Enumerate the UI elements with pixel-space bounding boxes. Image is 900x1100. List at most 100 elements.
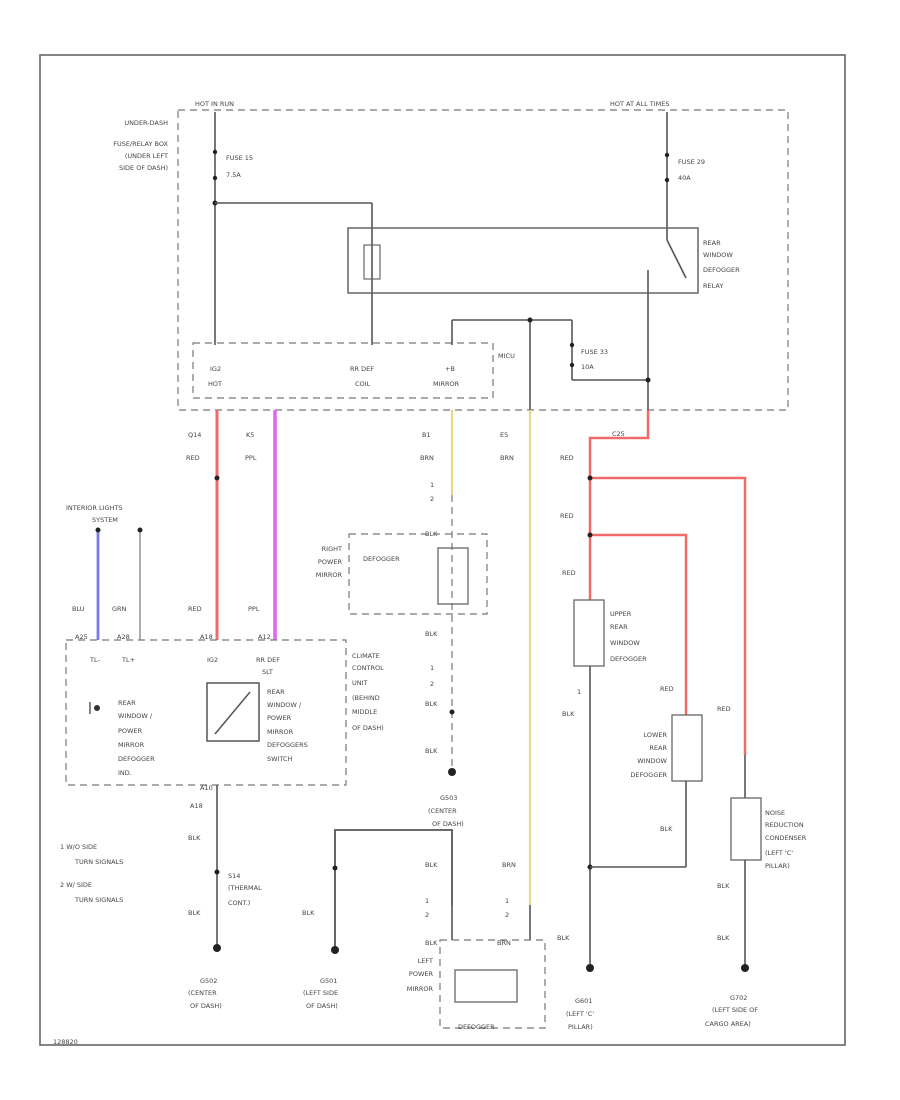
fuse-box-pin-area xyxy=(192,342,494,399)
svg-text:POWER: POWER xyxy=(267,714,292,722)
note-2: 2 xyxy=(430,495,434,503)
left-defogger-element xyxy=(454,969,518,1003)
junction-dot xyxy=(449,709,455,715)
junction-dot xyxy=(587,532,593,538)
pin-num: A18 xyxy=(190,802,203,810)
svg-text:G502: G502 xyxy=(200,977,217,985)
note-2: 2 xyxy=(505,911,509,919)
climate-unit-label: CLIMATE CONTROL UNIT (BEHIND MIDDLE OF D… xyxy=(352,652,384,732)
climate-pin-ig2: IG2 xyxy=(207,656,218,664)
junction-dot xyxy=(214,869,220,875)
indicator-led-icon xyxy=(89,702,100,714)
g702-label: G702 (LEFT SIDE OF CARGO AREA) xyxy=(705,994,758,1028)
note-1: 1 xyxy=(505,897,509,905)
svg-text:(LEFT 'C': (LEFT 'C' xyxy=(765,849,793,857)
g502-label: G502 (CENTER OF DASH) xyxy=(188,977,222,1010)
svg-text:CLIMATE: CLIMATE xyxy=(352,652,380,660)
wire-color-red: RED xyxy=(186,454,200,462)
svg-text:POWER: POWER xyxy=(409,970,434,978)
svg-text:LEFT: LEFT xyxy=(418,957,433,965)
svg-text:LOWER: LOWER xyxy=(643,731,667,739)
svg-text:(LEFT 'C': (LEFT 'C' xyxy=(566,1010,594,1018)
pin-b-mirror-2: MIRROR xyxy=(433,380,460,388)
pin-num: A28 xyxy=(117,633,130,641)
note-1: 1 xyxy=(425,897,429,905)
fuse33-rating: 10A xyxy=(581,363,594,371)
svg-text:2 W/ SIDE: 2 W/ SIDE xyxy=(60,881,92,889)
relay-contact xyxy=(666,239,687,279)
fuse15-terminal-top xyxy=(212,149,218,155)
wire-color-red: RED xyxy=(560,512,574,520)
connector-dot xyxy=(95,527,101,533)
svg-text:CONTROL: CONTROL xyxy=(352,664,384,672)
fuse15-label: FUSE 15 xyxy=(226,154,253,162)
svg-text:PILLAR): PILLAR) xyxy=(568,1023,593,1031)
noise-condenser-element xyxy=(730,797,762,861)
pin-micu: MICU xyxy=(498,352,515,360)
conn-q14: Q14 xyxy=(188,431,201,439)
wire-color-red: RED xyxy=(560,454,574,462)
svg-text:DEFOGGER: DEFOGGER xyxy=(703,266,740,274)
fuse33-label: FUSE 33 xyxy=(581,348,608,356)
svg-text:REAR: REAR xyxy=(267,688,285,696)
ground-g601-icon xyxy=(586,964,594,972)
pin-ig2-hot: IG2 xyxy=(210,365,221,373)
junction-dot xyxy=(587,475,593,481)
svg-text:INTERIOR LIGHTS: INTERIOR LIGHTS xyxy=(66,504,123,512)
ground-g503-icon xyxy=(448,768,456,776)
svg-text:POWER: POWER xyxy=(318,558,343,566)
svg-text:WINDOW: WINDOW xyxy=(703,251,733,259)
wire-color-blk: BLK xyxy=(717,882,730,890)
svg-text:G503: G503 xyxy=(440,794,457,802)
climate-pin-tl-minus: TL- xyxy=(89,656,100,664)
wire-color-blk: BLK xyxy=(188,909,201,917)
junction-dot xyxy=(645,377,651,383)
thermal-label: S14 (THERMAL CONT.) xyxy=(228,872,262,907)
noise-condenser-label: NOISE REDUCTION CONDENSER (LEFT 'C' PILL… xyxy=(765,809,807,870)
svg-text:OF DASH): OF DASH) xyxy=(190,1002,222,1010)
indicator-label: REAR WINDOW / POWER MIRROR DEFOGGER IND. xyxy=(118,699,155,777)
wire-color-blk: BLK xyxy=(425,530,438,538)
svg-text:(CENTER: (CENTER xyxy=(188,989,217,997)
svg-text:(THERMAL: (THERMAL xyxy=(228,884,262,892)
svg-text:SWITCH: SWITCH xyxy=(267,755,293,763)
fuse29-rating: 40A xyxy=(678,174,691,182)
footer-code: 128820 xyxy=(53,1038,78,1046)
wire-color-blk: BLK xyxy=(660,825,673,833)
svg-text:REDUCTION: REDUCTION xyxy=(765,821,804,829)
pin-num: A18 xyxy=(200,633,213,641)
svg-text:REAR: REAR xyxy=(649,744,667,752)
conn-c25: C25 xyxy=(612,430,625,438)
right-mirror-outline xyxy=(348,533,488,615)
fuse29-terminal-bottom xyxy=(664,177,670,183)
pin-num: A12 xyxy=(258,633,271,641)
svg-text:OF DASH): OF DASH) xyxy=(432,820,464,828)
power-left-label: HOT IN RUN xyxy=(195,100,234,108)
svg-text:REAR: REAR xyxy=(118,699,136,707)
pin-ig2-hot-2: HOT xyxy=(208,380,222,388)
svg-text:1 W/O SIDE: 1 W/O SIDE xyxy=(60,843,97,851)
note-2: 2 xyxy=(425,911,429,919)
conn-k5: K5 xyxy=(246,431,254,439)
svg-text:MIRROR: MIRROR xyxy=(407,985,434,993)
wire-color-ppl: PPL xyxy=(245,454,257,462)
svg-text:(LEFT SIDE OF: (LEFT SIDE OF xyxy=(712,1006,758,1014)
lower-defogger-element xyxy=(671,714,703,782)
right-defogger-element xyxy=(437,547,469,605)
left-defogger-label: DEFOGGER xyxy=(458,1023,495,1031)
svg-text:CONT.): CONT.) xyxy=(228,899,250,907)
svg-text:DEFOGGER: DEFOGGER xyxy=(630,771,667,779)
svg-text:UNDER-DASH: UNDER-DASH xyxy=(124,119,168,127)
svg-text:MIRROR: MIRROR xyxy=(316,571,343,579)
g501-label: G501 (LEFT SIDE OF DASH) xyxy=(303,977,338,1010)
svg-text:TURN SIGNALS: TURN SIGNALS xyxy=(74,896,123,904)
connector-dot xyxy=(214,475,220,481)
svg-text:IND.: IND. xyxy=(118,769,132,777)
wire-color-red: RED xyxy=(660,685,674,693)
note-1: 1 xyxy=(430,481,434,489)
pin-b-mirror: +B xyxy=(445,365,455,373)
svg-text:CARGO AREA): CARGO AREA) xyxy=(705,1020,751,1028)
conn-e5: E5 xyxy=(500,431,508,439)
wire-color-blk: BLK xyxy=(425,939,438,947)
